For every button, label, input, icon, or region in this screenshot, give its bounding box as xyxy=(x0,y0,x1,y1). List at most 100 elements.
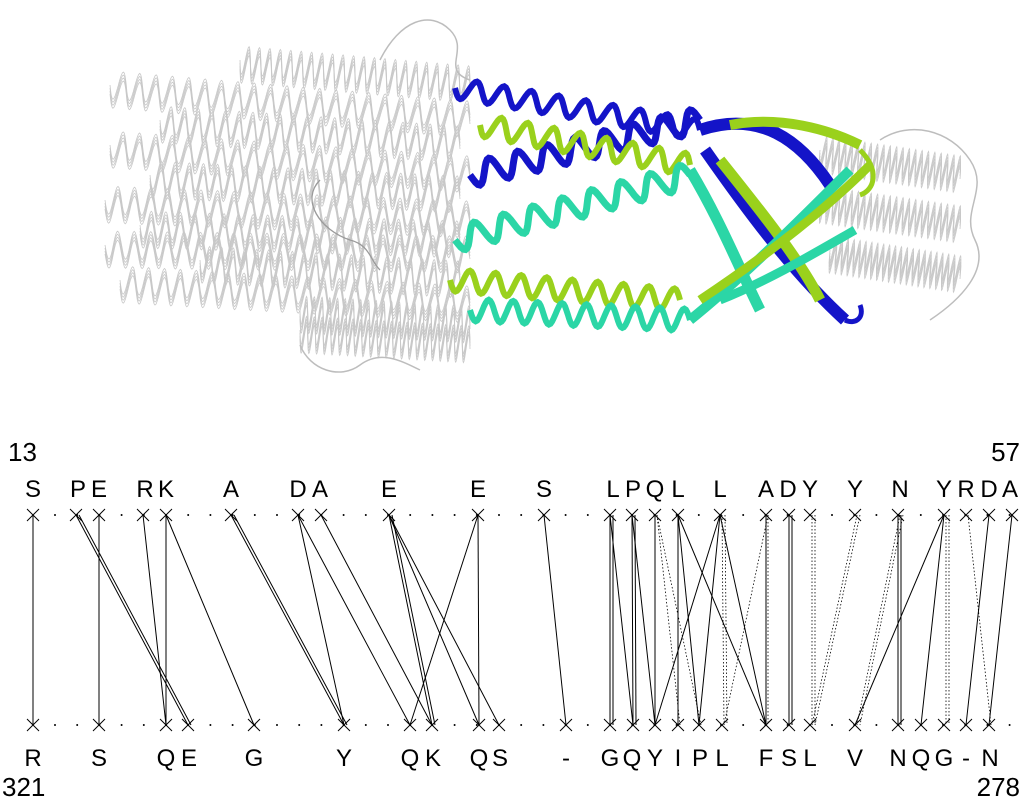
track-dot xyxy=(209,724,212,726)
alignment-link-dotted xyxy=(656,514,681,726)
cross-marker xyxy=(959,508,973,522)
alignment-link xyxy=(634,514,637,726)
cross-marker xyxy=(136,508,150,522)
bottom-residue-label: N xyxy=(889,745,906,772)
cross-marker xyxy=(715,718,729,732)
bottom-residue-label: S xyxy=(91,745,107,772)
alignment-link xyxy=(677,514,767,726)
top-residue-label: Q xyxy=(646,476,665,503)
top-residue-label: S xyxy=(536,476,552,503)
cross-marker xyxy=(671,718,685,732)
cross-marker xyxy=(92,718,106,732)
cross-marker xyxy=(848,718,862,732)
alignment-link xyxy=(78,514,192,726)
alignment-link xyxy=(165,514,255,726)
track-dot xyxy=(453,724,456,726)
top-end-number: 57 xyxy=(991,437,1020,467)
top-residue-label: D xyxy=(779,476,796,503)
track-dot xyxy=(120,724,123,726)
bottom-residue-label: Q xyxy=(623,745,642,772)
alignment-link xyxy=(388,514,480,726)
track-dot xyxy=(142,724,145,726)
track-dot xyxy=(697,514,700,516)
bottom-residue-label: K xyxy=(425,745,441,772)
alignment-links xyxy=(32,514,1013,726)
cross-marker xyxy=(492,718,506,732)
bottom-residue-label: L xyxy=(715,745,728,772)
track-dot xyxy=(586,724,589,726)
cross-marker xyxy=(472,718,486,732)
cross-marker xyxy=(247,718,261,732)
alignment-link-dotted xyxy=(724,514,728,726)
bottom-residue-label: Q xyxy=(470,745,489,772)
track-dot xyxy=(342,514,345,516)
bottom-residue-label: P xyxy=(692,745,708,772)
track-dot xyxy=(453,514,456,516)
cross-marker xyxy=(937,718,951,732)
track-dot xyxy=(387,724,389,726)
cross-marker xyxy=(914,718,928,732)
track-dot xyxy=(542,724,545,726)
alignment-link xyxy=(320,514,433,726)
top-residue-label: D xyxy=(980,476,997,503)
cross-marker xyxy=(782,508,796,522)
top-residue-label: A xyxy=(758,476,774,503)
top-residue-label: L xyxy=(606,476,619,503)
top-residue-label: Y xyxy=(847,476,863,503)
track-dot xyxy=(1008,514,1011,516)
alignment-link-dotted xyxy=(721,514,725,726)
cross-marker xyxy=(92,508,106,522)
top-residue-label: R xyxy=(136,476,153,503)
cross-marker xyxy=(471,508,485,522)
top-residue-label: D xyxy=(289,476,306,503)
alignment-link xyxy=(677,514,700,726)
alignment-link xyxy=(477,514,480,726)
track-dot xyxy=(520,724,523,726)
track-dot xyxy=(742,724,745,726)
track-dot xyxy=(586,514,589,516)
bottom-residue-label: S xyxy=(781,745,797,772)
alignment-link xyxy=(988,514,1013,726)
colored-helices xyxy=(447,78,703,334)
cross-marker xyxy=(982,508,996,522)
cross-marker xyxy=(382,508,396,522)
cross-marker xyxy=(982,718,996,732)
track-dot xyxy=(209,514,212,516)
cross-marker xyxy=(26,718,40,732)
bottom-residue-label: V xyxy=(847,745,863,772)
cross-marker xyxy=(713,508,727,522)
alignment-link xyxy=(233,514,348,726)
cross-marker xyxy=(26,508,40,522)
track-dot xyxy=(320,724,323,726)
track-dot xyxy=(742,514,745,516)
cross-marker xyxy=(782,718,796,732)
top-residue-label: Y xyxy=(802,476,818,503)
bottom-residue-label: N xyxy=(981,745,998,772)
top-residue-label: N xyxy=(891,476,908,503)
bottom-residue-label: E xyxy=(181,745,197,772)
cross-marker xyxy=(648,508,662,522)
cross-marker xyxy=(759,718,773,732)
bottom-residue-label: G xyxy=(601,745,620,772)
cross-marker xyxy=(891,508,905,522)
cross-marker xyxy=(959,718,973,732)
cross-marker xyxy=(403,718,417,732)
top-residue-label: L xyxy=(671,476,684,503)
top-residue-label: P xyxy=(70,476,86,503)
track-dot xyxy=(253,514,256,516)
beta-strands xyxy=(685,116,876,325)
cross-marker xyxy=(603,508,617,522)
bottom-cross-markers xyxy=(26,718,996,732)
track-dot xyxy=(1008,724,1011,726)
track-dot xyxy=(831,724,833,726)
protein-ribbon-structure xyxy=(104,19,980,373)
top-residue-label: A xyxy=(312,476,328,503)
bottom-residue-label: G xyxy=(935,745,954,772)
bottom-residue-label: - xyxy=(562,745,570,772)
cross-marker xyxy=(314,508,328,522)
alignment-link xyxy=(409,514,479,726)
track-dot xyxy=(919,514,922,516)
